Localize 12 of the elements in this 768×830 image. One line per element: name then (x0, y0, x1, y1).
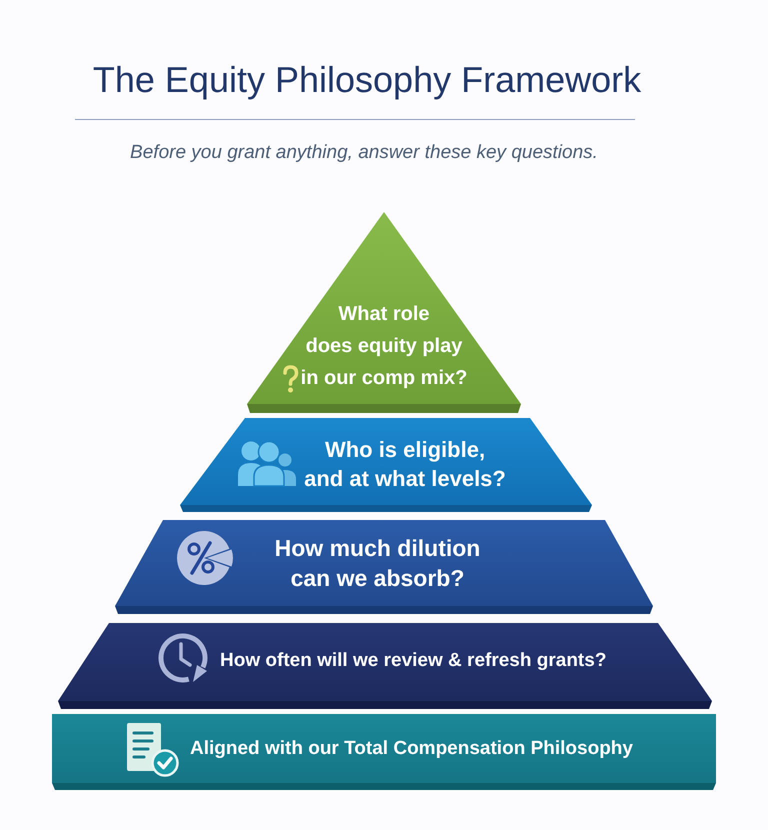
pyramid-apex (247, 212, 521, 413)
subtitle: Before you grant anything, answer these key questions. (130, 141, 598, 165)
title: The Equity Philosophy Framework (92, 58, 642, 102)
question-text: What role does equity play in our comp mix? (300, 303, 468, 389)
question-text: How often will we review & refresh grants? (220, 650, 606, 671)
statement-text: Aligned with our Total Compensation Philosophy (190, 738, 633, 759)
pyramid-base (52, 714, 716, 790)
pyramid-tier (180, 418, 592, 512)
question-text: Who is eligible, and at what levels? (304, 437, 506, 491)
pyramid-tier (115, 520, 653, 614)
pyramid-tier (58, 623, 712, 709)
question-text: How much dilution can we absorb? (274, 535, 480, 591)
